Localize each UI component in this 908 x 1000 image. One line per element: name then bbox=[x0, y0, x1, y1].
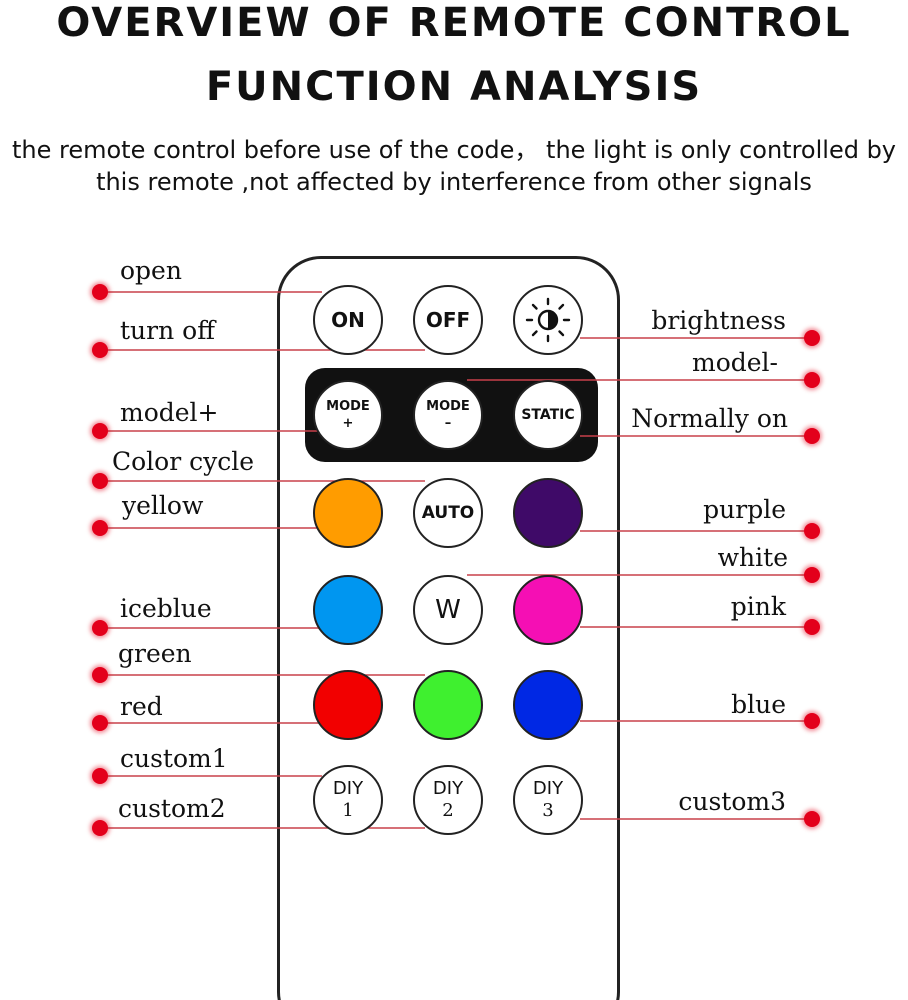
dot-model-minus bbox=[804, 372, 820, 388]
mode-minus-label-1: MODE bbox=[426, 399, 470, 414]
diy1-label-1: DIY bbox=[332, 778, 364, 799]
diy3-label-1: DIY bbox=[532, 778, 564, 799]
title-line-1: OVERVIEW OF REMOTE CONTROL bbox=[56, 0, 852, 46]
off-button-label: OFF bbox=[425, 308, 471, 332]
label-brightness: brightness bbox=[651, 306, 786, 335]
diy3-label-2: 3 bbox=[542, 800, 554, 821]
static-button-label: STATIC bbox=[521, 406, 575, 423]
dot-custom3 bbox=[804, 811, 820, 827]
mode-plus-label-2: + bbox=[342, 416, 354, 431]
label-red: red bbox=[120, 692, 163, 721]
dot-custom1 bbox=[92, 768, 108, 784]
dot-turn-off bbox=[92, 342, 108, 358]
on-button[interactable]: ON bbox=[313, 285, 383, 355]
white-button-label: W bbox=[435, 595, 461, 625]
label-yellow: yellow bbox=[122, 491, 204, 520]
label-white: white bbox=[717, 543, 788, 572]
pink-button[interactable] bbox=[513, 575, 583, 645]
diy2-button[interactable]: DIY 2 bbox=[413, 765, 483, 835]
on-button-label: ON bbox=[331, 308, 365, 332]
label-custom2: custom2 bbox=[118, 794, 226, 823]
mode-minus-label-2: – bbox=[444, 416, 452, 431]
dot-blue bbox=[804, 713, 820, 729]
brightness-icon bbox=[525, 297, 571, 343]
purple-button[interactable] bbox=[513, 478, 583, 548]
diy1-label-2: 1 bbox=[342, 800, 354, 821]
label-turn-off: turn off bbox=[120, 316, 215, 345]
label-green: green bbox=[118, 639, 192, 668]
dot-white bbox=[804, 567, 820, 583]
blue-button[interactable] bbox=[513, 670, 583, 740]
dot-yellow bbox=[92, 520, 108, 536]
dot-brightness bbox=[804, 330, 820, 346]
diy2-label-1: DIY bbox=[432, 778, 464, 799]
mode-minus-button[interactable]: MODE – bbox=[413, 380, 483, 450]
dot-normally-on bbox=[804, 428, 820, 444]
static-button[interactable]: STATIC bbox=[513, 380, 583, 450]
off-button[interactable]: OFF bbox=[413, 285, 483, 355]
label-model-plus: model+ bbox=[120, 398, 219, 427]
dot-custom2 bbox=[92, 820, 108, 836]
label-pink: pink bbox=[730, 592, 786, 621]
label-custom3: custom3 bbox=[678, 787, 786, 816]
label-purple: purple bbox=[703, 495, 786, 524]
label-model-minus: model- bbox=[692, 348, 778, 377]
label-iceblue: iceblue bbox=[120, 594, 212, 623]
subtitle-line-1: the remote control before use of the cod… bbox=[11, 136, 897, 164]
brightness-button[interactable] bbox=[513, 285, 583, 355]
label-open: open bbox=[120, 256, 182, 285]
yellow-button[interactable] bbox=[313, 478, 383, 548]
diy1-button[interactable]: DIY 1 bbox=[313, 765, 383, 835]
diy2-label-2: 2 bbox=[442, 800, 454, 821]
dot-open bbox=[92, 284, 108, 300]
dot-color-cycle bbox=[92, 473, 108, 489]
mode-plus-label-1: MODE bbox=[326, 399, 370, 414]
label-blue: blue bbox=[731, 690, 786, 719]
white-button[interactable]: W bbox=[413, 575, 483, 645]
red-button[interactable] bbox=[313, 670, 383, 740]
auto-button-label: AUTO bbox=[421, 503, 475, 523]
green-button[interactable] bbox=[413, 670, 483, 740]
label-normally-on: Normally on bbox=[631, 404, 788, 433]
dot-iceblue bbox=[92, 620, 108, 636]
iceblue-button[interactable] bbox=[313, 575, 383, 645]
label-custom1: custom1 bbox=[120, 744, 228, 773]
dot-purple bbox=[804, 523, 820, 539]
dot-green bbox=[92, 667, 108, 683]
auto-button[interactable]: AUTO bbox=[413, 478, 483, 548]
subtitle-line-2: this remote ,not affected by interferenc… bbox=[96, 168, 812, 196]
mode-plus-button[interactable]: MODE + bbox=[313, 380, 383, 450]
dot-pink bbox=[804, 619, 820, 635]
title-line-2: FUNCTION ANALYSIS bbox=[205, 64, 703, 110]
dot-model-plus bbox=[92, 423, 108, 439]
dot-red bbox=[92, 715, 108, 731]
diy3-button[interactable]: DIY 3 bbox=[513, 765, 583, 835]
label-color-cycle: Color cycle bbox=[112, 447, 255, 476]
